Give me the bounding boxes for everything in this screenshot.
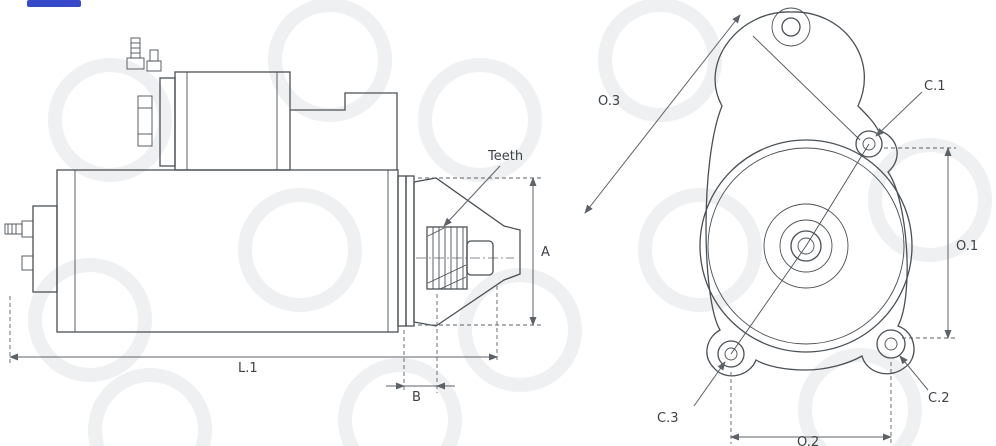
teeth-leader-line (443, 165, 501, 227)
dim-label-c3: C.3 (657, 411, 678, 426)
nose-cone-outline (413, 177, 521, 327)
top-tab-hole (781, 17, 801, 37)
dim-label-o3: O.3 (598, 94, 620, 109)
side-view: Teeth A L.1 B (4, 37, 550, 405)
spoke-line-lower (730, 245, 807, 355)
dim-line-o3 (584, 14, 741, 214)
dim-label-c2: C.2 (928, 391, 949, 406)
motor-body (56, 169, 399, 333)
dim-label-teeth: Teeth (487, 149, 523, 164)
spoke-line-upper (805, 143, 870, 247)
dim-label-c1: C.1 (924, 79, 945, 94)
dim-label-a: A (541, 245, 550, 260)
mounting-hole-c3 (717, 340, 745, 368)
hub-ring-outer (763, 203, 849, 289)
c1-leader-line (875, 91, 923, 137)
hub-ring (790, 230, 822, 262)
mounting-hole-c2 (876, 329, 906, 359)
front-view-dimensions: O.3 C.1 O.1 C.2 C.3 O.2 (584, 14, 978, 446)
solenoid (126, 37, 291, 171)
c2-leader-line (899, 355, 929, 391)
terminal-stud-left (4, 220, 34, 271)
logo-fragment (27, 0, 81, 7)
main-bore-outer (699, 139, 913, 353)
dim-label-o2: O.2 (797, 435, 819, 446)
hub-ring-mid (779, 219, 833, 273)
top-tab-ring (771, 7, 811, 47)
solenoid-terminals (126, 37, 162, 147)
drive-end-housing (397, 175, 521, 327)
dim-label-b: B (412, 390, 421, 405)
c3-leader-line (693, 361, 726, 407)
drive-bracket (290, 92, 398, 170)
mounting-flange-outline (705, 11, 915, 377)
side-view-dimensions: Teeth A L.1 B (9, 149, 550, 405)
hub-center (797, 237, 815, 255)
mounting-hole-c1 (855, 130, 883, 158)
dim-label-l1: L.1 (238, 361, 258, 376)
dim-label-o1: O.1 (956, 239, 978, 254)
main-bore-inner (707, 147, 905, 345)
watermark-pattern (28, 0, 992, 446)
front-view: O.3 C.1 O.1 C.2 C.3 O.2 (584, 7, 978, 446)
diagonal-reference-line (752, 35, 861, 141)
